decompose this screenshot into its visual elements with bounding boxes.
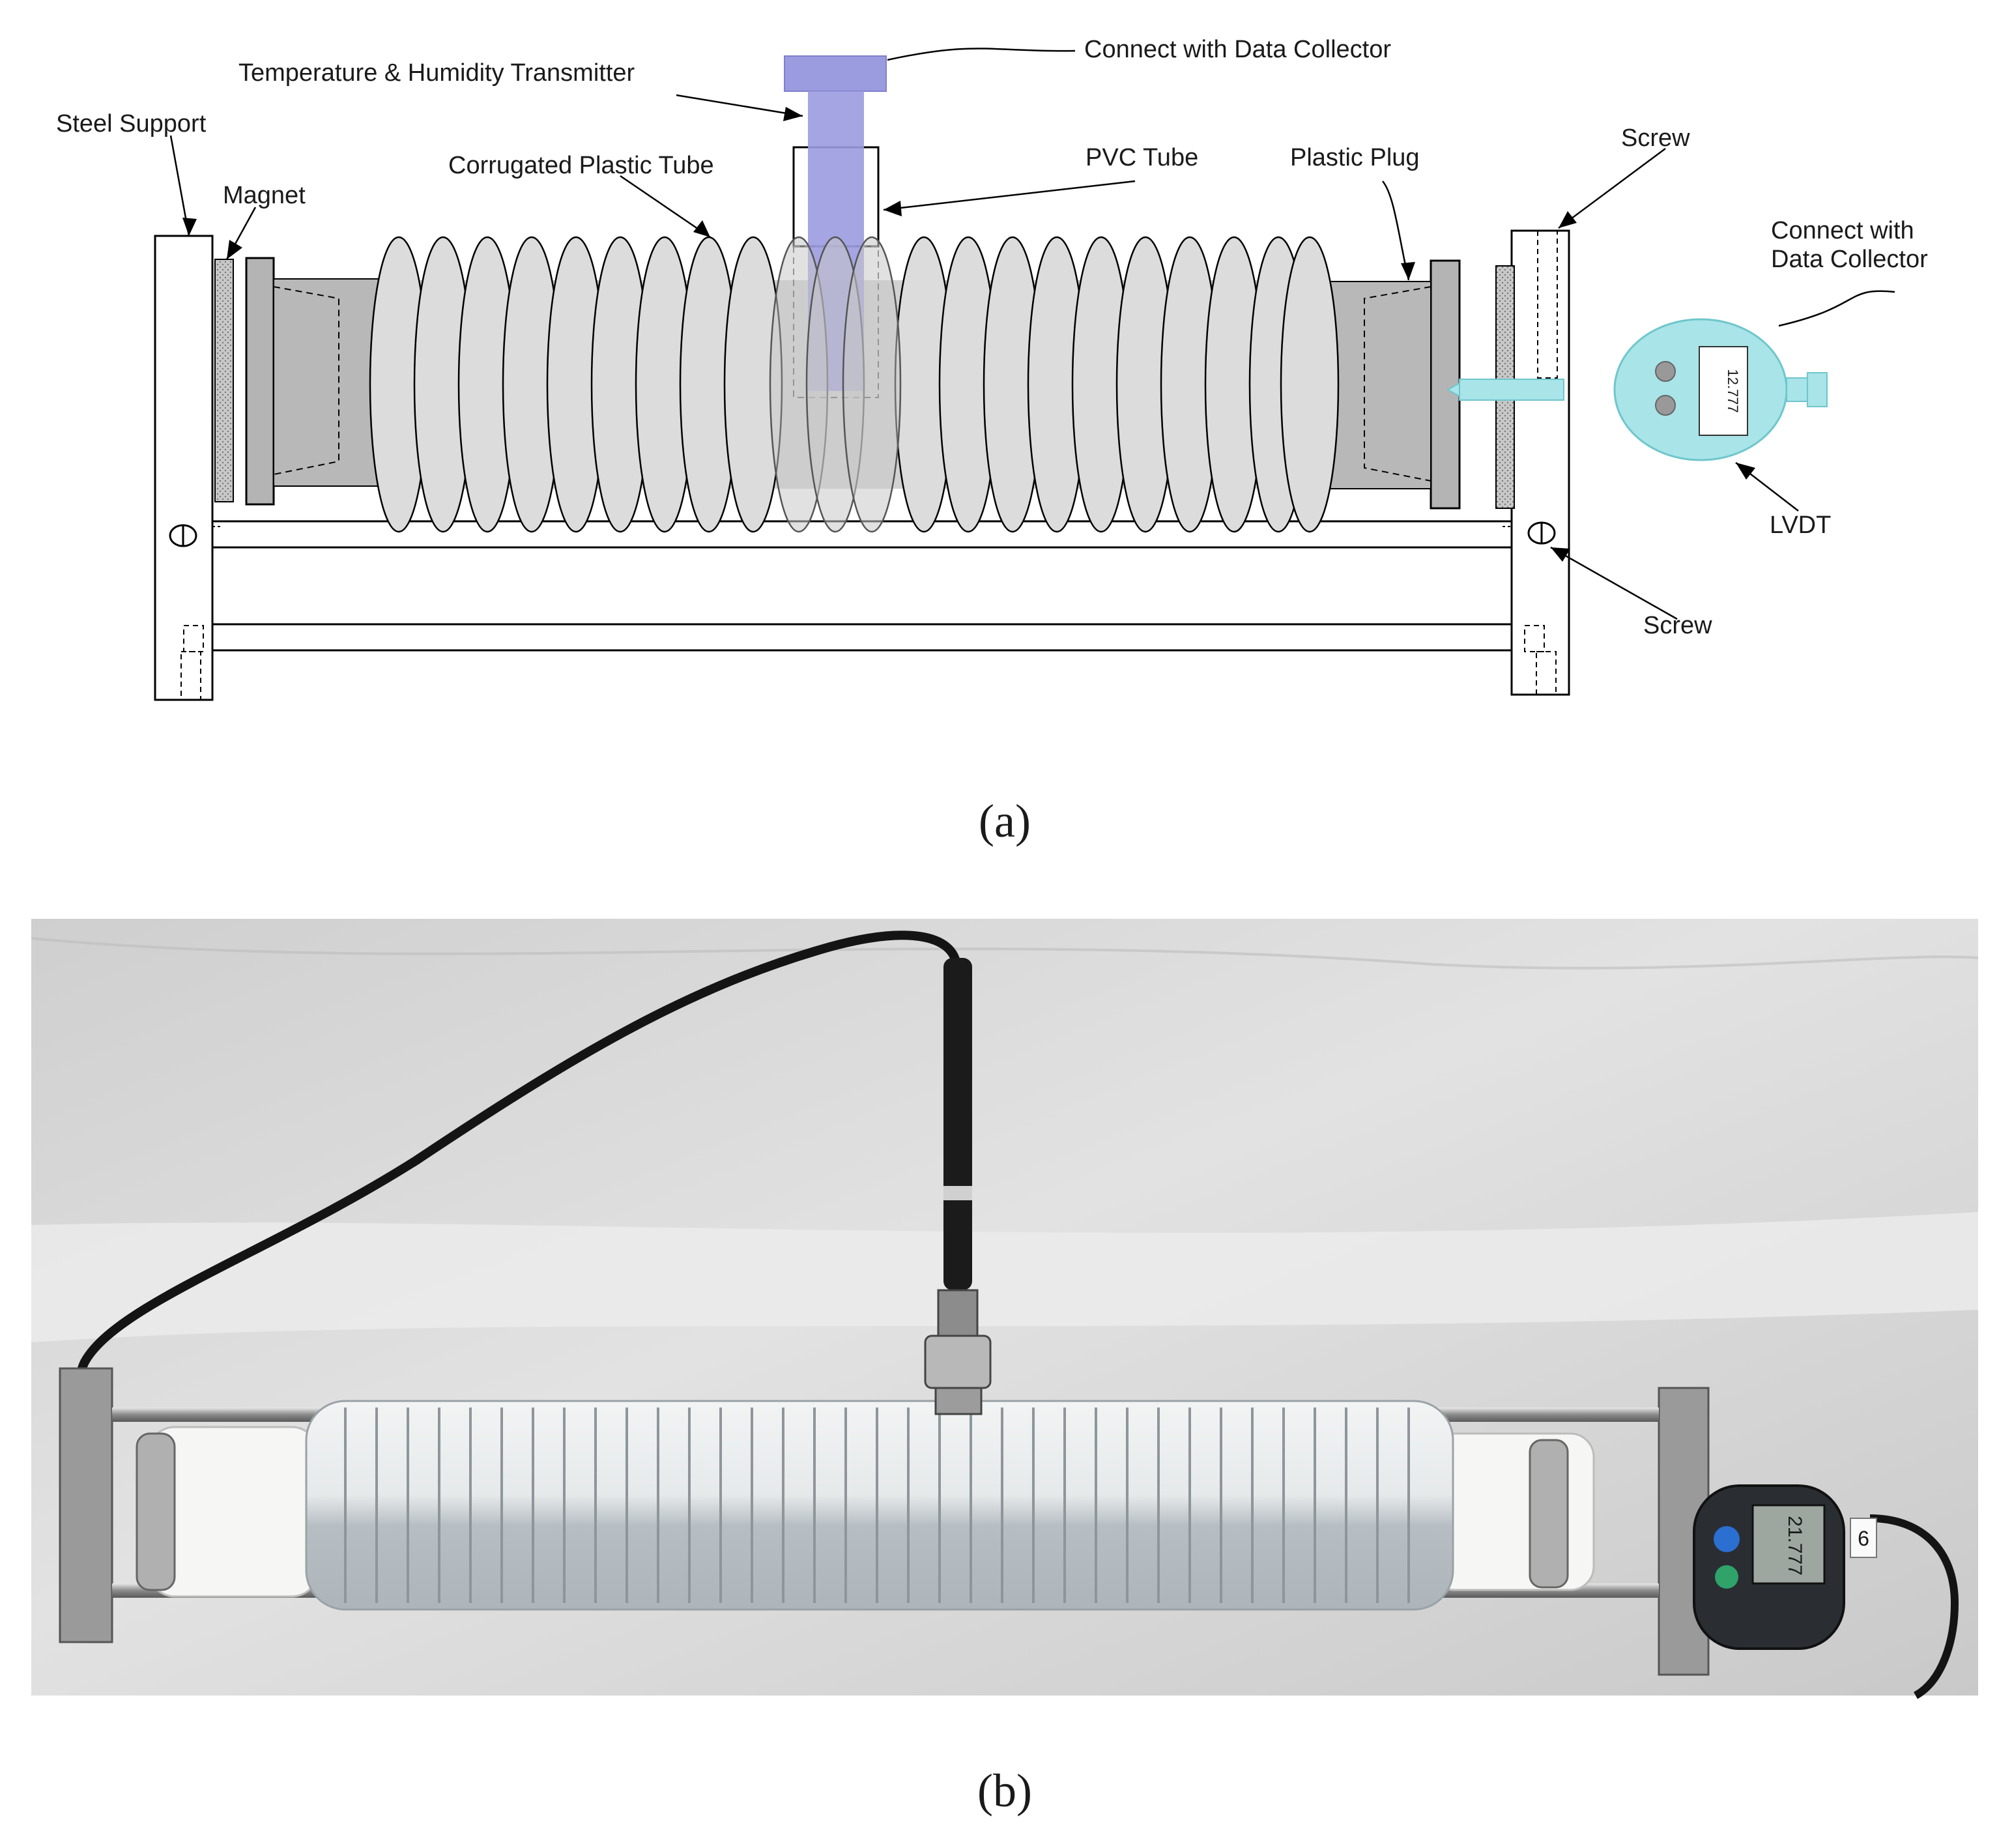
label-screw-top: Screw (1621, 124, 1690, 152)
schematic-diagram: 12.777 Conne (56, 36, 1928, 847)
label-plastic-plug: Plastic Plug (1290, 144, 1420, 171)
left-screw (169, 524, 197, 547)
photo-gauge-reading: 21.777 (1784, 1516, 1805, 1576)
photo-right-clamp (1529, 1439, 1569, 1589)
gauge-cable (1869, 1514, 1959, 1699)
left-magnet (214, 259, 234, 502)
lvdt-button-bottom (1655, 395, 1676, 416)
left-plastic-plug (245, 257, 392, 506)
schematic-labels: Connect with Data Collector Temperature … (56, 36, 1928, 639)
photo-right-plug (1430, 1432, 1595, 1591)
right-steel-support (1510, 229, 1570, 696)
center-translucent-rings (769, 236, 902, 533)
label-connect-with: Connect with (1771, 217, 1914, 244)
label-screw-bottom: Screw (1643, 612, 1712, 639)
lvdt-device: 12.777 (1446, 318, 1828, 461)
right-screw (1527, 521, 1556, 545)
photo-left-support (59, 1367, 113, 1643)
arrow-heads (182, 107, 1755, 562)
photo-tube-ribs (344, 1408, 1410, 1603)
photo-gauge-tag (1850, 1518, 1877, 1558)
lvdt-display-reading: 12.777 (1725, 369, 1741, 412)
caption-a: (a) (979, 795, 1031, 847)
right-plastic-plug (1319, 259, 1461, 510)
support-rods (211, 520, 1513, 652)
photo-gauge-button-blue (1714, 1526, 1740, 1552)
label-pvc-tube: PVC Tube (1086, 144, 1198, 171)
photo-dial-gauge: 21.777 6 (1693, 1484, 1877, 1650)
photo-gauge-button-green (1715, 1565, 1738, 1589)
label-data-collector: Data Collector (1771, 246, 1928, 273)
photo-gauge-tag-number: 6 (1858, 1527, 1869, 1550)
lvdt-button-top (1655, 361, 1676, 382)
apparatus-photo: 21.777 6 (b) (31, 919, 1979, 1817)
label-magnet: Magnet (223, 182, 306, 209)
label-connect-data-collector-top: Connect with Data Collector (1084, 36, 1391, 63)
label-lvdt: LVDT (1770, 512, 1831, 539)
label-temperature-humidity-transmitter: Temperature & Humidity Transmitter (238, 59, 635, 87)
photo-sensor-probe (924, 958, 992, 1415)
left-steel-support (154, 235, 214, 701)
label-steel-support: Steel Support (56, 110, 207, 137)
caption-b: (b) (977, 1765, 1032, 1817)
label-corrugated-plastic-tube: Corrugated Plastic Tube (448, 152, 714, 179)
photo-corrugated-tube (305, 1400, 1454, 1611)
photo-left-clamp (136, 1432, 176, 1591)
